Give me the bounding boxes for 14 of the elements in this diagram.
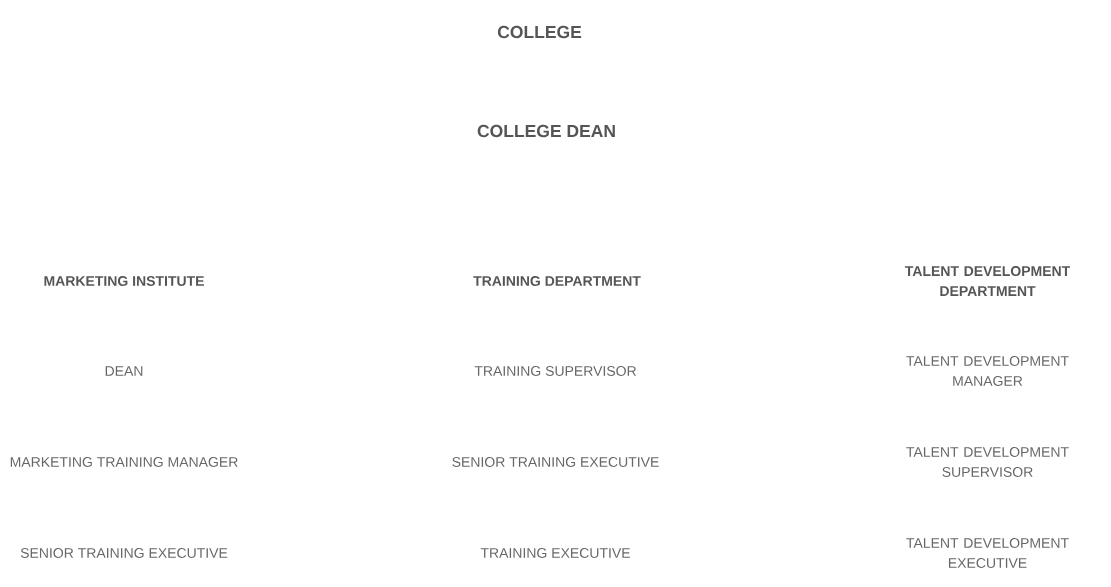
role-text: MARKETING TRAINING MANAGER [10,457,238,467]
role-text: TRAINING SUPERVISOR [474,366,636,376]
heading-text: COLLEGE [497,25,582,39]
role-text: TALENT DEVELOPMENT SUPERVISOR [906,447,1069,477]
role-text: TALENT DEVELOPMENT MANAGER [906,356,1069,386]
heading-text: TALENT DEVELOPMENT DEPARTMENT [904,266,1071,296]
heading-text: TRAINING DEPARTMENT [473,276,641,286]
role-text: TALENT DEVELOPMENT EXECUTIVE [906,538,1069,568]
heading-text: COLLEGE DEAN [477,124,615,138]
heading-text: MARKETING INSTITUTE [44,276,204,286]
role-text: SENIOR TRAINING EXECUTIVE [452,457,659,467]
role-text: TRAINING EXECUTIVE [480,548,630,558]
role-text: SENIOR TRAINING EXECUTIVE [20,548,228,558]
role-text: DEAN [105,366,143,376]
